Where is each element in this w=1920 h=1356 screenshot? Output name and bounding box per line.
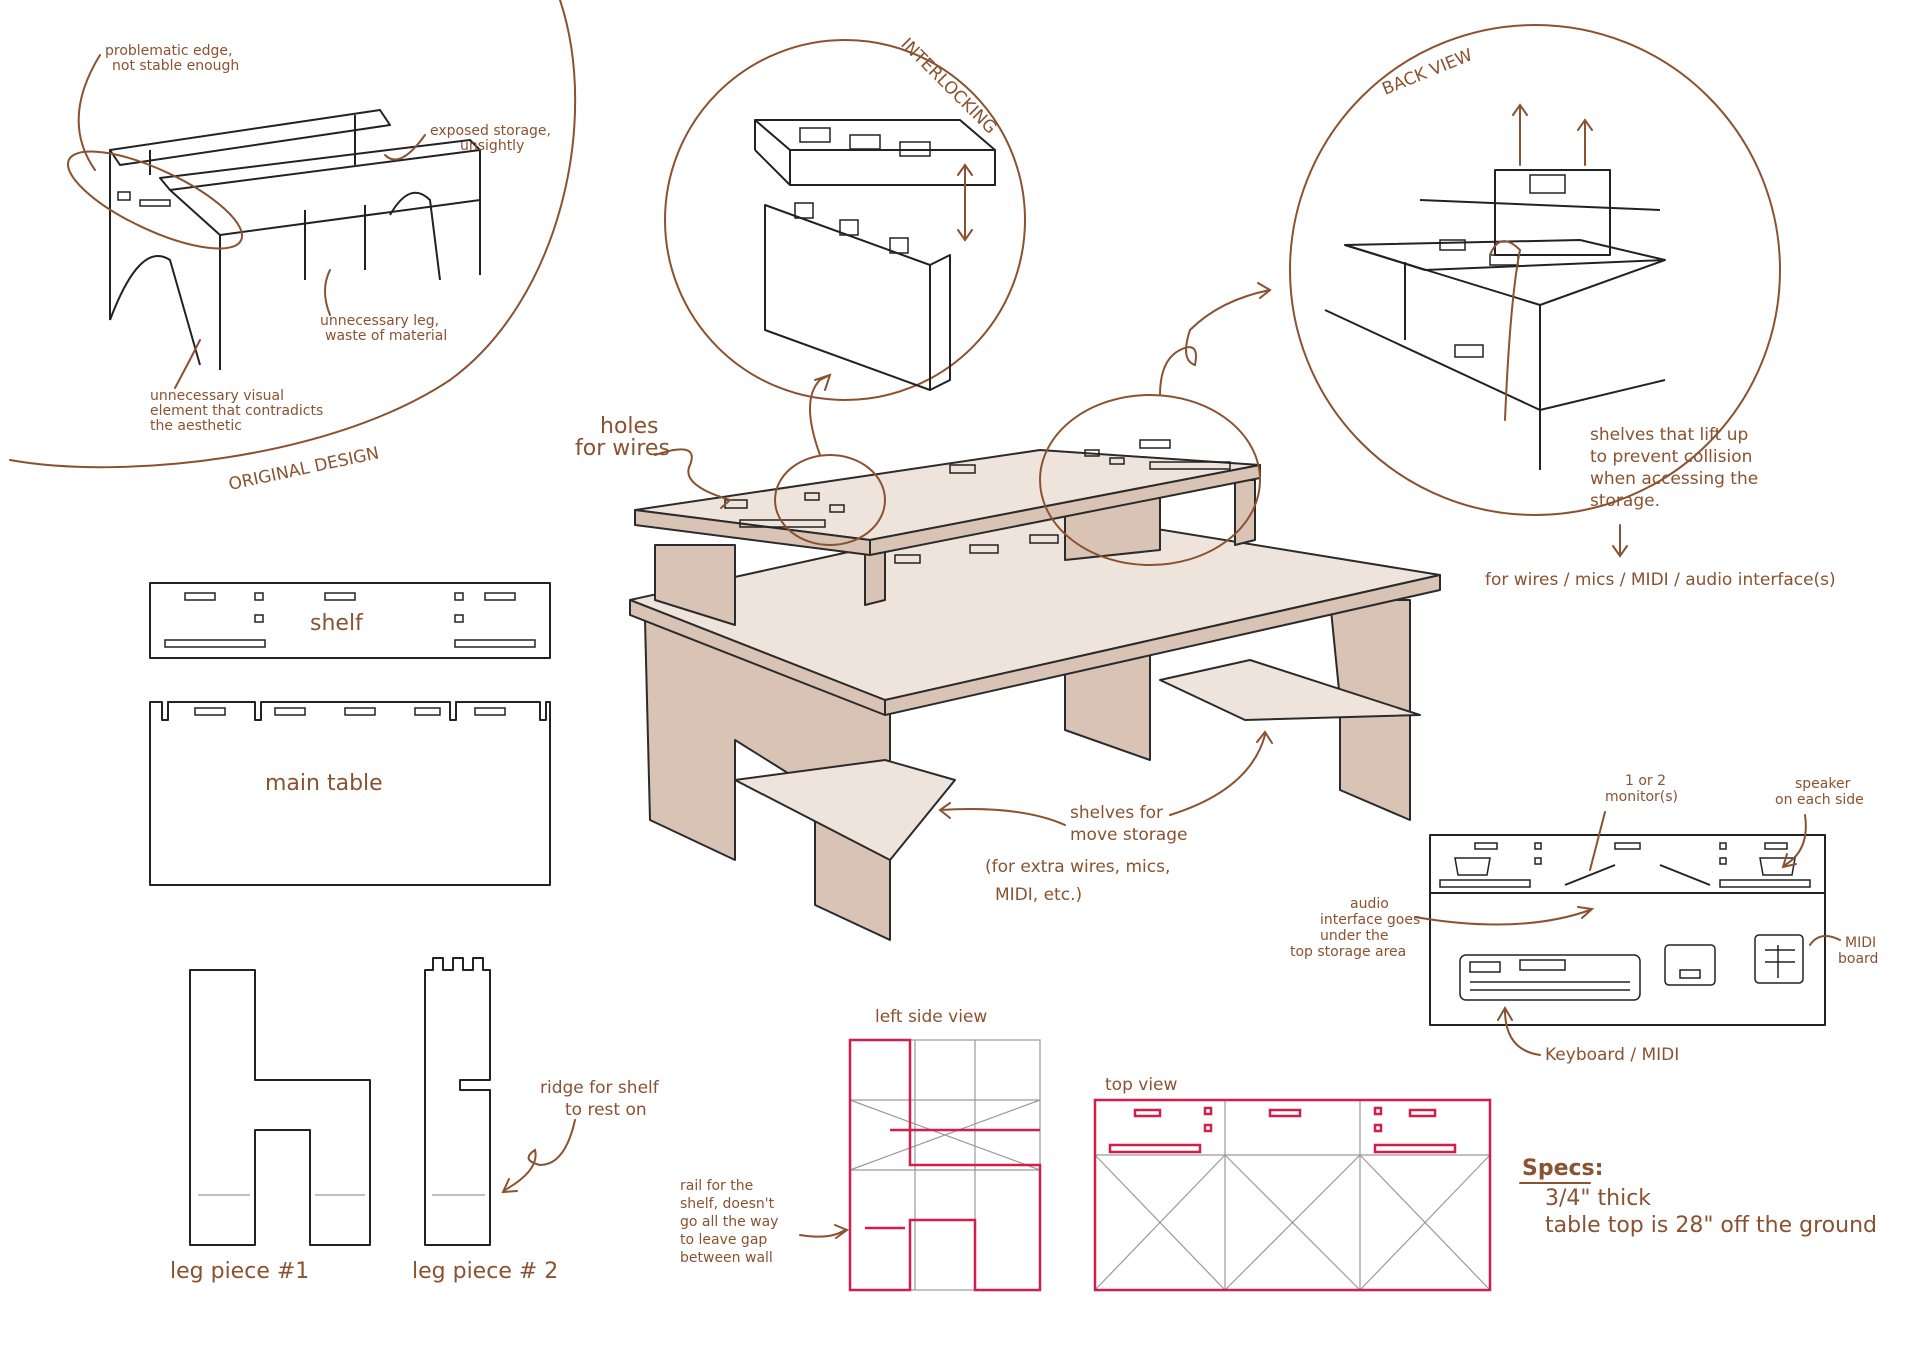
note-problematic-edge-2: not stable enough [112,58,239,74]
lower-left-shelf [734,759,956,861]
main-table-part: main table [149,701,551,886]
ridge-label-2: to rest on [565,1100,647,1120]
original-design-circle [9,0,577,469]
interlock-highlight [774,454,886,546]
top-view-label: top view [1105,1075,1178,1095]
rail-label-5: between wall [680,1250,773,1266]
back-view-note-2: to prevent collision [1590,447,1752,467]
original-design-section: ORIGINAL DESIGN problematic edge, not st… [9,0,577,495]
note-visual-element-1: unnecessary visual [150,388,284,404]
rail-label-1: rail for the [680,1178,753,1194]
holes-label-1: holes [600,414,659,439]
left-side-view: left side view [848,1007,1042,1292]
midi-board-label-1: MIDI [1845,935,1876,951]
leg-piece-1: leg piece #1 [170,969,371,1284]
shelves-label-1: shelves for [1070,803,1163,823]
lower-right-shelf [1159,659,1421,721]
note-exposed-storage-2: unsightly [460,138,524,154]
interlocking-title: INTERLOCKING [896,34,1000,138]
back-view-note-1: shelves that lift up [1590,425,1748,445]
original-design-title: ORIGINAL DESIGN [227,443,381,494]
midi-board-label-2: board [1838,951,1878,967]
back-view-note-4: storage. [1590,491,1660,511]
ridge-label-1: ridge for shelf [540,1078,660,1098]
main-table-label: main table [265,771,383,796]
shelves-label-2: move storage [1070,825,1187,845]
left-side-view-label: left side view [875,1007,987,1027]
note-visual-element-3: the aesthetic [150,418,242,434]
keyboard-label: Keyboard / MIDI [1545,1045,1679,1065]
rail-label-3: go all the way [680,1214,778,1230]
note-problematic-edge-1: problematic edge, [105,43,232,59]
specs-title: Specs: [1522,1156,1603,1181]
audio-label-1: audio [1350,896,1389,912]
back-view-section: BACK VIEW shelves that lift up to preven… [1289,24,1836,590]
monitors-label-1: 1 or 2 [1625,773,1666,789]
backview-highlight [1039,394,1261,566]
back-view-circle [1289,24,1781,516]
original-desk-drawing [109,109,481,370]
leg-piece-2: leg piece # 2 [412,957,558,1284]
audio-label-2: interface goes [1320,912,1420,928]
holes-label-2: for wires [575,436,670,461]
desk-layout [1429,834,1826,1026]
audio-label-3: under the [1320,928,1388,944]
shelves-extra-2: MIDI, etc.) [995,885,1082,905]
note-exposed-storage-1: exposed storage, [430,123,551,139]
note-visual-element-2: element that contradicts [150,403,323,419]
specs-line-2: table top is 28" off the ground [1545,1213,1877,1238]
leg-piece-1-label: leg piece #1 [170,1259,309,1284]
specs-line-1: 3/4" thick [1545,1186,1651,1211]
shelf-part: shelf [149,582,551,659]
rail-label-4: to leave gap [680,1232,767,1248]
monitors-label-2: monitor(s) [1605,789,1678,805]
speaker-label-1: speaker [1795,776,1851,792]
back-view-for-items: for wires / mics / MIDI / audio interfac… [1485,570,1836,590]
audio-label-4: top storage area [1290,944,1406,960]
shelves-extra-1: (for extra wires, mics, [985,857,1170,877]
speaker-label-2: on each side [1775,792,1864,808]
top-view: top view [1093,1075,1492,1292]
interlocking-circle [664,39,1026,401]
rail-label-2: shelf, doesn't [680,1196,775,1212]
note-unnecessary-leg-2: waste of material [325,328,447,344]
interlocking-section: INTERLOCKING [664,34,1026,401]
back-view-note-3: when accessing the [1590,469,1758,489]
shelf-label: shelf [310,611,364,636]
back-view-title: BACK VIEW [1379,45,1475,99]
main-desk-drawing [629,282,1441,941]
specs: Specs: 3/4" thick table top is 28" off t… [1519,1156,1877,1238]
leg-piece-2-label: leg piece # 2 [412,1259,558,1284]
note-unnecessary-leg-1: unnecessary leg, [320,313,439,329]
